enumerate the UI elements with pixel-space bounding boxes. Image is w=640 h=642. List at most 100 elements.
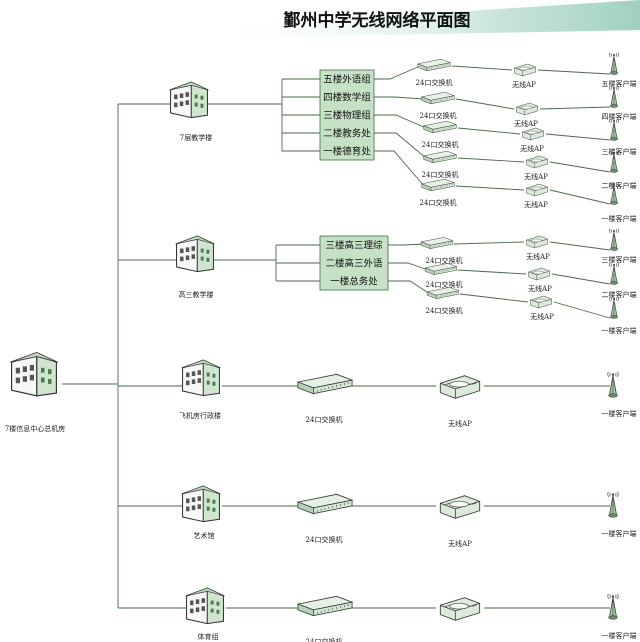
b2-ap-label: 无线AP: [448, 419, 472, 428]
building-label-2: 飞机房行政楼: [179, 411, 221, 420]
b1-dept-to-switch-1: [388, 262, 429, 271]
b0-switch-label-4: 24口交换机: [420, 198, 457, 207]
building-label-4: 体育组: [198, 632, 219, 641]
b0-ap-label-1: 无线AP: [514, 119, 538, 128]
b1-antenna-icon-0: [609, 228, 619, 251]
b2-switch-label: 24口交换机: [306, 415, 343, 424]
b0-dept-label-0: 五楼外语组: [323, 74, 371, 86]
b1-dept-to-switch-0: [388, 243, 425, 246]
b0-ap-to-client-3: [549, 161, 611, 173]
b0-dept-label-4: 一楼德育处: [323, 146, 371, 158]
b0-ap-icon-1: [516, 102, 538, 116]
b4-antenna-icon: [607, 593, 619, 620]
b3-ap-icon: [439, 495, 481, 519]
b4-switch-label: 24口交换机: [306, 637, 343, 642]
b1-switch-label-2: 24口交换机: [426, 306, 463, 315]
b0-client-label-4: 一楼客户端: [602, 214, 637, 223]
b1-ap-icon-0: [526, 235, 548, 249]
b1-antenna-icon-1: [609, 262, 619, 285]
b0-dept-label-1: 四楼数学组: [323, 92, 371, 104]
b0-switch-label-3: 24口交换机: [422, 170, 459, 179]
b0-ap-icon-4: [526, 183, 548, 197]
b0-client-label-1: 四楼客户端: [602, 112, 637, 121]
b1-ap-to-client-0: [549, 241, 611, 251]
b1-dept-label-0: 三楼高三理综: [325, 240, 383, 252]
b1-client-label-0: 三楼客户端: [602, 255, 637, 264]
b0-ap-icon-0: [514, 63, 536, 77]
b0-antenna-icon-2: [609, 118, 619, 141]
b3-ap-label: 无线AP: [448, 539, 472, 548]
b0-ap-to-client-1: [539, 106, 611, 110]
b0-switch-label-1: 24口交换机: [420, 111, 457, 120]
diagram-title: 鄞州中学无线网络平面图: [284, 10, 471, 31]
b0-switch-icon-3: [423, 150, 457, 164]
b0-dept-to-switch-1: [374, 96, 425, 100]
b0-ap-label-3: 无线AP: [524, 172, 548, 181]
b1-ap-icon-1: [528, 267, 550, 281]
b4-ap-icon: [439, 597, 481, 621]
b1-antenna-icon-2: [609, 296, 619, 319]
b0-switch-icon-2: [423, 120, 457, 134]
b1-dept-label-1: 二楼高三外语: [325, 258, 383, 270]
b0-ap-icon-2: [522, 127, 544, 141]
b0-ap-to-client-0: [537, 69, 611, 75]
building-icon-3: [180, 485, 222, 522]
b1-client-label-1: 二楼客户端: [602, 290, 637, 299]
b3-switch-label: 24口交换机: [306, 535, 343, 544]
building-label-0: 7层教学楼: [180, 133, 212, 142]
b0-dept-to-switch-2: [374, 114, 427, 129]
b1-ap-to-client-1: [551, 273, 611, 285]
b0-client-label-0: 五楼客户端: [602, 79, 637, 88]
building-label-1: 高三教学楼: [179, 290, 214, 299]
b1-ap-label-1: 无线AP: [528, 284, 552, 293]
b0-switch-label-2: 24口交换机: [422, 140, 459, 149]
b0-switch-label-0: 24口交换机: [416, 78, 453, 87]
building-icon-1: [174, 235, 216, 272]
b2-switch-icon: [297, 373, 353, 395]
b0-ap-label-2: 无线AP: [520, 144, 544, 153]
b0-ap-icon-3: [526, 155, 548, 169]
b3-client-label: 一楼客户端: [602, 529, 637, 538]
b1-ap-label-0: 无线AP: [526, 252, 550, 261]
b1-switch-label-1: 24口交换机: [426, 280, 463, 289]
b0-switch-icon-4: [421, 178, 455, 192]
b1-switch-to-ap-0: [453, 241, 525, 245]
b0-dept-label-2: 三楼物理组: [323, 110, 371, 122]
b1-switch-to-ap-1: [457, 269, 527, 275]
header-fade-band: [200, 0, 640, 38]
b0-switch-to-ap-3: [457, 157, 525, 163]
b0-dept-to-switch-0: [374, 65, 421, 80]
b0-ap-label-4: 无线AP: [524, 200, 548, 209]
b2-client-label: 一楼客户端: [602, 409, 637, 418]
b1-dept-frame: [319, 235, 389, 291]
b1-switch-icon-0: [420, 237, 454, 249]
b0-switch-to-ap-1: [455, 98, 515, 110]
b0-dept-to-switch-4: [374, 150, 425, 187]
b0-antenna-icon-1: [609, 85, 619, 108]
b0-ap-label-0: 无线AP: [512, 80, 536, 89]
b1-dept-to-switch-2: [388, 280, 431, 295]
b0-switch-to-ap-0: [451, 65, 513, 71]
b0-client-label-3: 二楼客户端: [602, 181, 637, 190]
root-building-icon: [9, 351, 59, 397]
building-icon-2: [180, 359, 222, 396]
b3-switch-icon: [297, 493, 353, 515]
b0-antenna-icon-0: [609, 52, 619, 75]
b1-ap-icon-2: [530, 295, 552, 309]
b1-ap-label-2: 无线AP: [530, 312, 554, 321]
b0-dept-to-switch-3: [374, 132, 427, 159]
b0-switch-icon-1: [421, 91, 455, 105]
building-label-3: 艺术馆: [194, 531, 215, 540]
b0-switch-to-ap-2: [457, 127, 521, 135]
b4-client-label: 一楼客户端: [602, 631, 637, 640]
building-icon-4: [184, 587, 226, 624]
b0-ap-to-client-2: [545, 133, 611, 141]
b4-switch-icon: [297, 595, 353, 617]
b0-client-label-2: 三楼客户端: [602, 147, 637, 156]
b3-antenna-icon: [607, 491, 619, 518]
b0-ap-to-client-4: [549, 189, 611, 205]
b0-dept-frame: [319, 69, 375, 161]
b0-switch-to-ap-4: [455, 185, 525, 191]
b2-ap-icon: [439, 375, 481, 399]
